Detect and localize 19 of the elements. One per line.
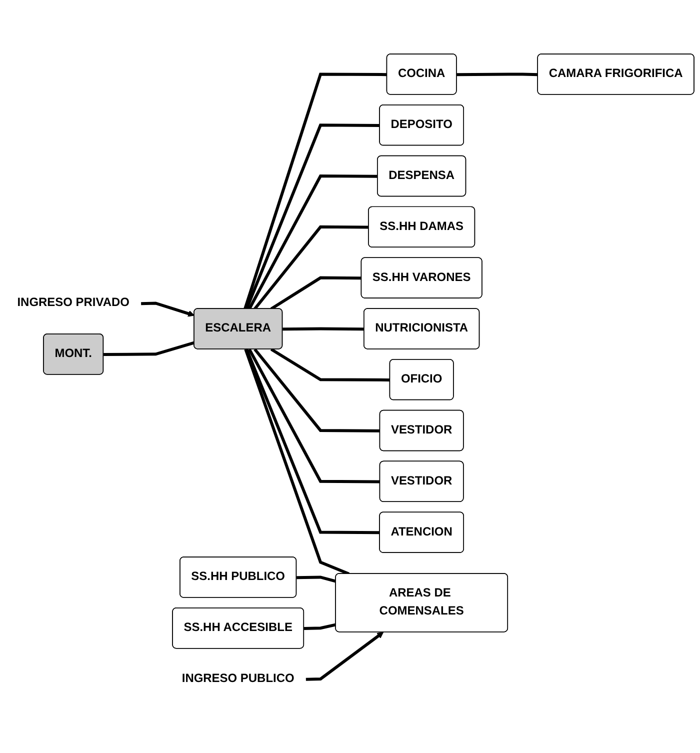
connector bbox=[456, 72, 538, 76]
connector bbox=[254, 225, 369, 310]
connector bbox=[244, 348, 350, 576]
connector bbox=[270, 276, 362, 310]
connector bbox=[245, 123, 380, 310]
arrow bbox=[306, 632, 384, 681]
connector bbox=[304, 623, 336, 630]
connector bbox=[282, 327, 364, 330]
node-text: INGRESO PUBLICO bbox=[182, 672, 294, 685]
connector bbox=[244, 72, 388, 310]
arrow bbox=[141, 302, 195, 317]
connector bbox=[248, 348, 380, 484]
connector bbox=[248, 174, 378, 310]
connector bbox=[104, 341, 195, 356]
connector bbox=[245, 348, 380, 534]
connector bbox=[254, 348, 380, 432]
node-text: INGRESO PRIVADO bbox=[17, 296, 130, 310]
connector bbox=[296, 576, 336, 583]
connector bbox=[270, 348, 390, 382]
